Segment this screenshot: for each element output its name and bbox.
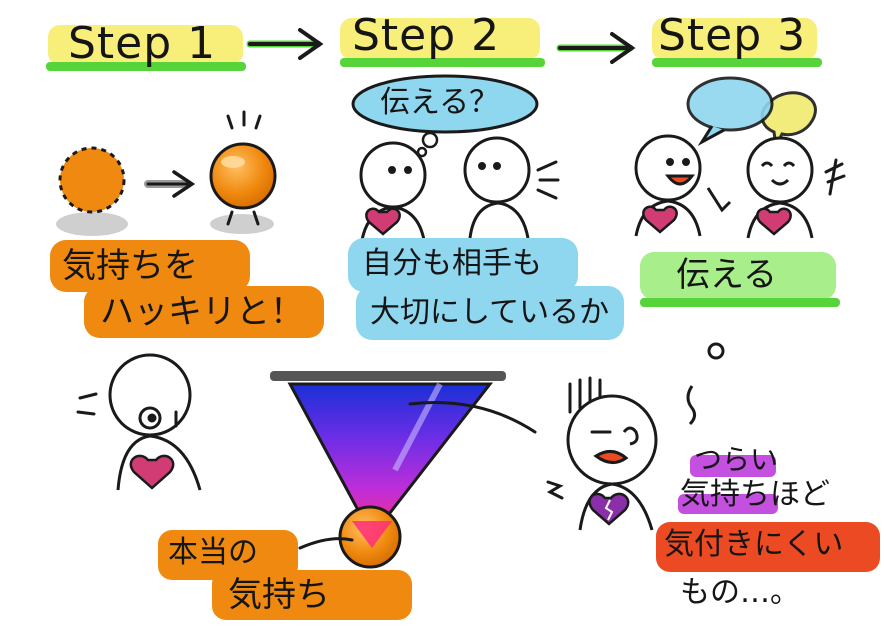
step3-caption-underline xyxy=(640,298,840,307)
step1-green-underline xyxy=(46,62,246,71)
step3-person-right xyxy=(746,136,846,239)
step2-bubble-text: 伝える？ xyxy=(380,85,500,120)
step3-caption: 伝える xyxy=(676,255,777,295)
step2-label: Step 2 xyxy=(352,10,501,61)
true-feeling-line1: 本当の xyxy=(168,535,258,570)
true-feeling-line2: 気持ち xyxy=(228,575,330,615)
step2-person-left xyxy=(359,141,427,241)
note-line4: もの…。 xyxy=(680,575,800,610)
step2-green-underline xyxy=(340,58,545,67)
step1-label: Step 1 xyxy=(68,18,217,69)
note-line1: つらい xyxy=(694,443,779,476)
step2-caption-line2: 大切にしているか xyxy=(370,295,610,330)
bottom-person-with-heart xyxy=(76,353,202,491)
arrow-step1-to-step2 xyxy=(246,28,324,60)
step3-caption-bg xyxy=(640,252,836,300)
step2-caption-line1: 自分も相手も xyxy=(362,246,542,281)
step2-yellow-highlight xyxy=(340,18,540,60)
step1-caption-line1: 気持ちを xyxy=(62,246,198,286)
note-line2: 気持ちほど xyxy=(680,477,830,512)
note-line3: 気付きにくい xyxy=(664,527,844,562)
true-feeling-bg-2 xyxy=(212,570,412,620)
step1-caption-bg-2 xyxy=(84,286,324,338)
note-purple-bg-1 xyxy=(690,455,776,477)
step2-thought-bubble xyxy=(351,74,539,158)
step1-yellow-highlight xyxy=(48,25,243,65)
true-feeling-bg-1 xyxy=(158,530,298,580)
inverted-cone xyxy=(270,371,537,569)
step3-yellow-highlight xyxy=(652,18,817,60)
step2-caption-bg-2 xyxy=(356,286,624,340)
step2-caption-bg-1 xyxy=(348,238,578,292)
arrow-step2-to-step3 xyxy=(556,32,636,64)
note-purple-bg-2 xyxy=(678,494,778,514)
step1-blurry-ball xyxy=(56,146,128,236)
bottom-right-sad-person xyxy=(546,342,725,531)
step1-caption-bg-1 xyxy=(50,240,250,292)
step1-caption-line2: ハッキリと！ xyxy=(100,292,304,332)
note-red-bg xyxy=(656,522,880,572)
step3-green-underline xyxy=(652,58,822,67)
step3-label: Step 3 xyxy=(658,10,807,61)
step1-gray-arrow xyxy=(144,170,196,198)
step3-speech-bubbles xyxy=(686,76,817,151)
step1-clear-ball xyxy=(209,110,277,234)
step2-person-right xyxy=(463,136,560,239)
step3-person-left xyxy=(634,134,732,237)
